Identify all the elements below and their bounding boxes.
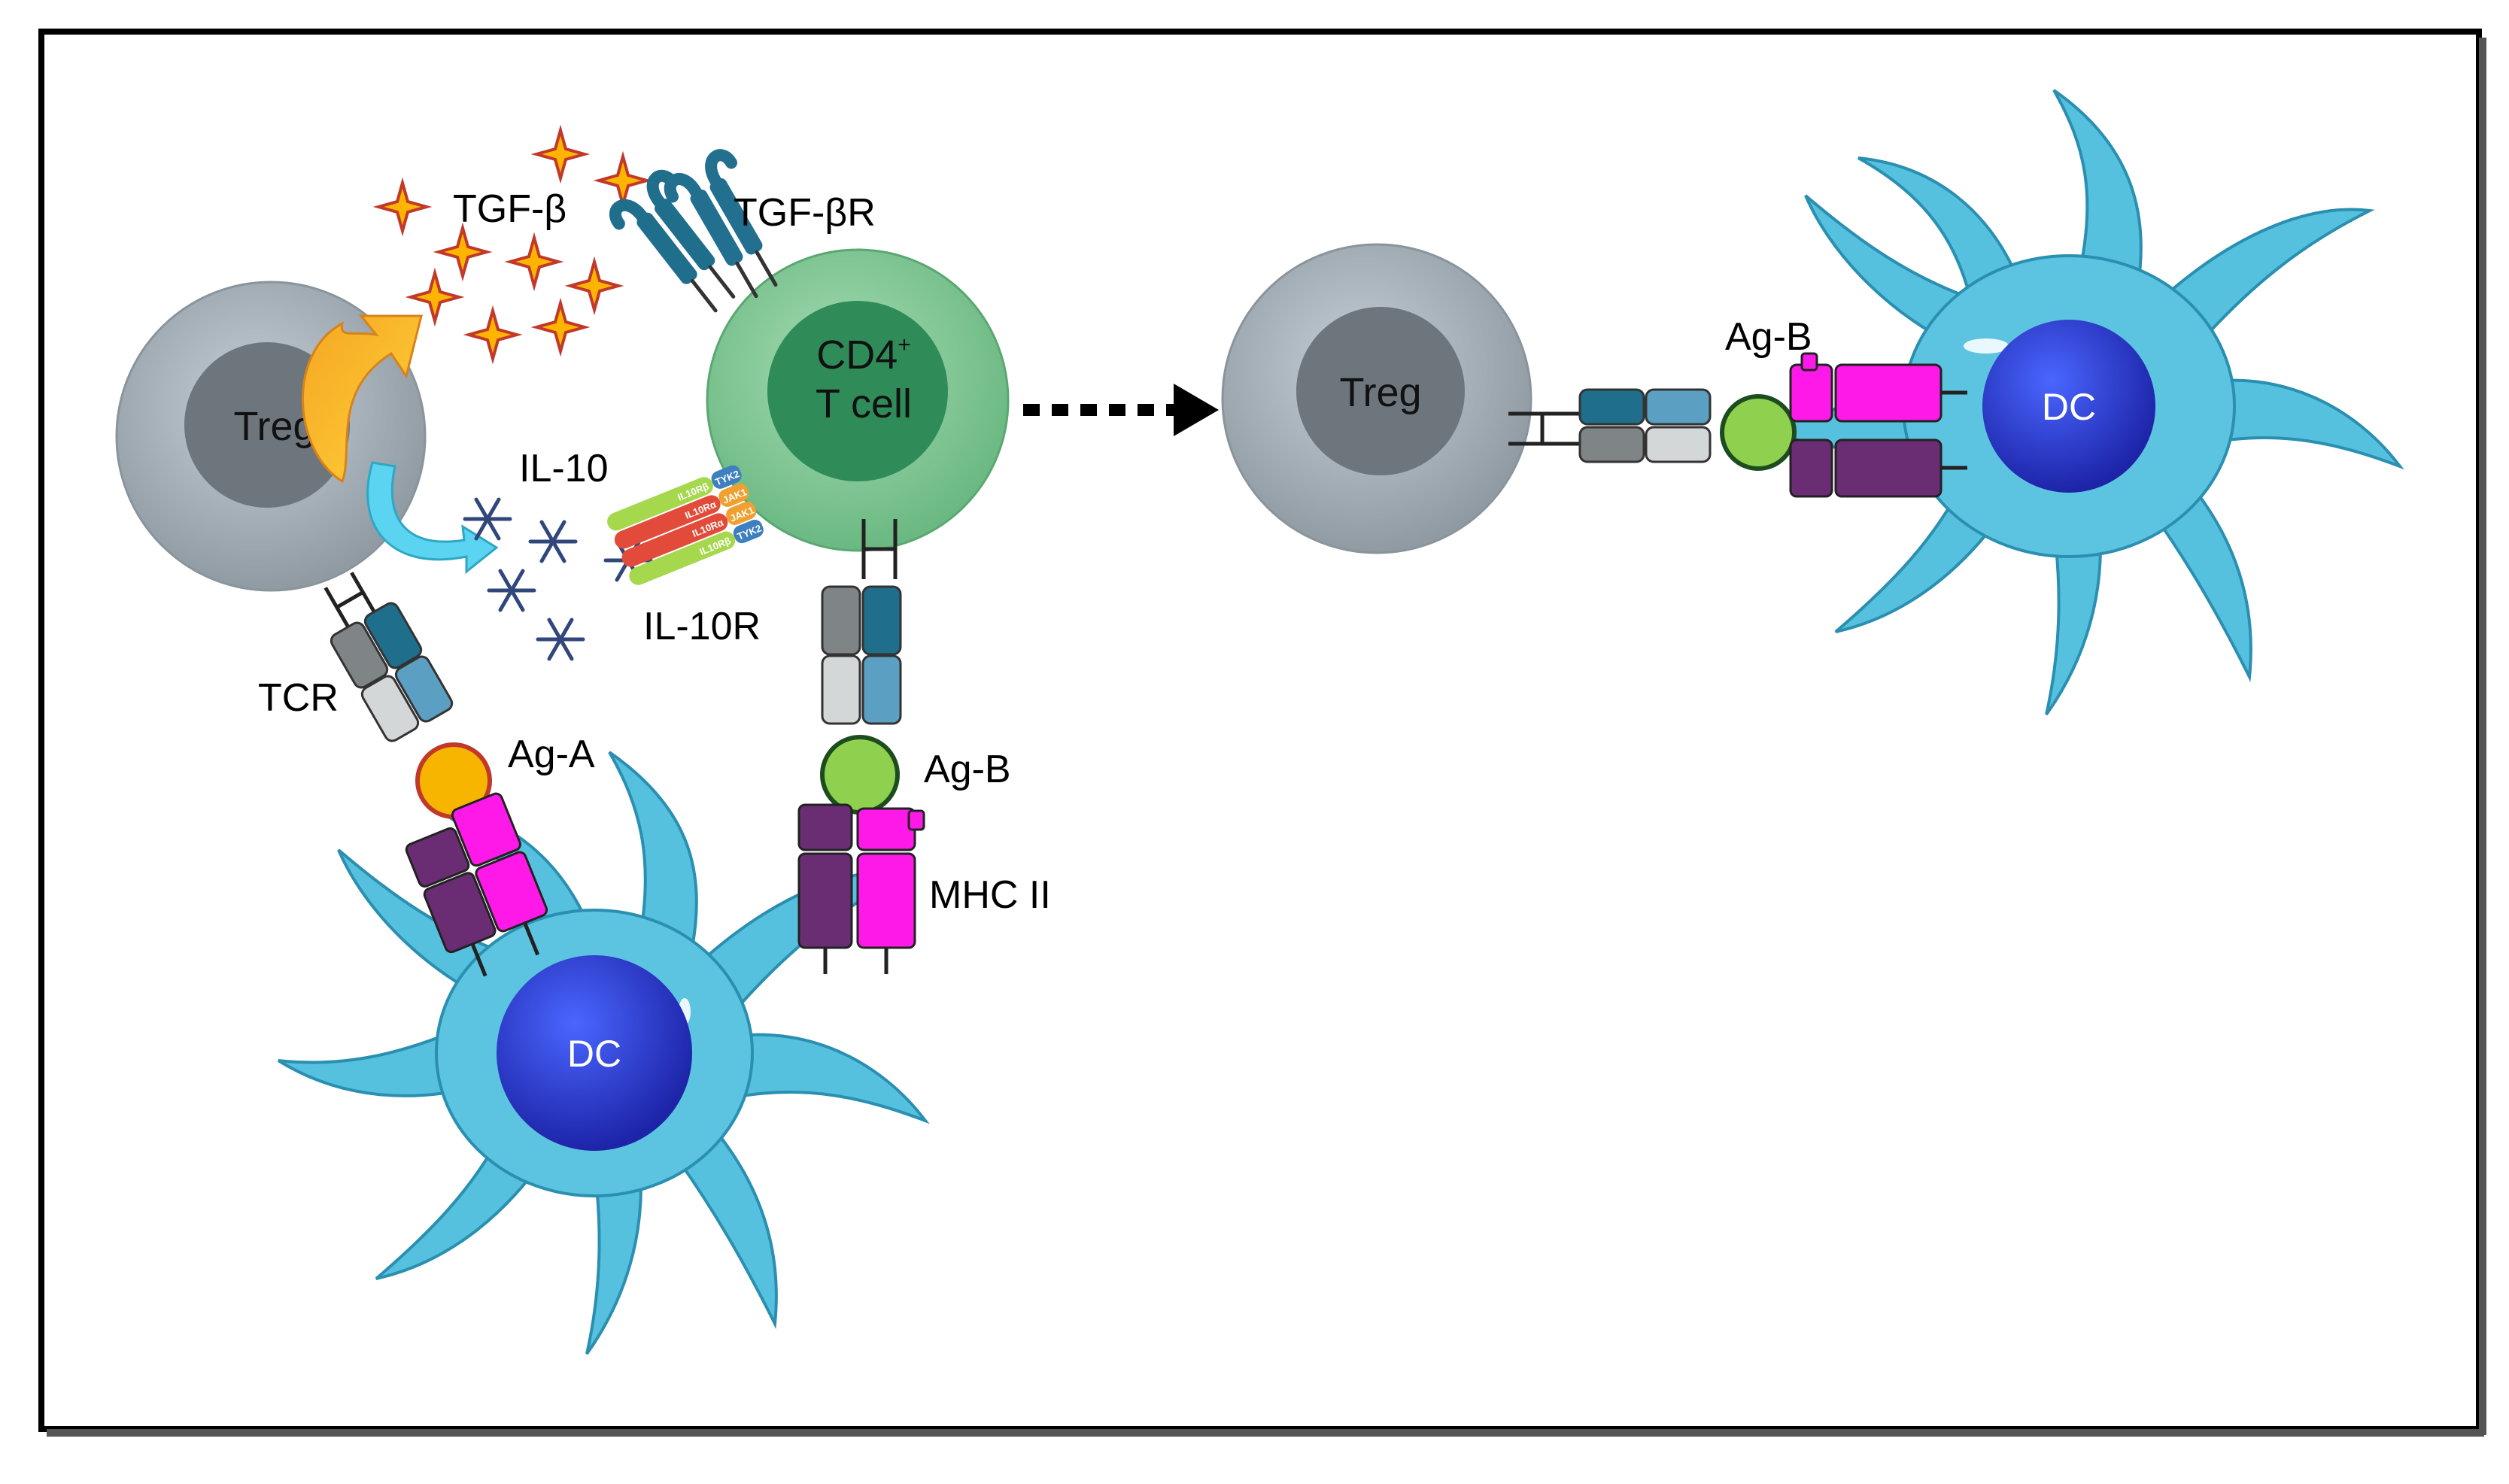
ag-b-center-label: Ag-B	[924, 748, 1011, 791]
frame-shadow-right	[2479, 38, 2486, 1435]
dendritic-cell-left: DC	[277, 751, 930, 1355]
il10-receptor-label: IL-10R	[643, 605, 761, 648]
mhc2-right	[1789, 352, 1967, 498]
mhc2-left	[405, 792, 548, 977]
tcr-label: TCR	[258, 676, 339, 720]
tgf-beta-receptor-label: TGF-βR	[734, 191, 876, 235]
dc-left-nucleus	[497, 955, 692, 1151]
antigen-b-right	[1720, 394, 1797, 471]
treg-cell-right: Treg	[1221, 243, 1532, 554]
dc-right-nucleus	[1982, 320, 2155, 493]
mhc2-center	[797, 803, 925, 974]
tcr-center	[821, 519, 902, 725]
transition-arrow	[1023, 384, 1219, 436]
dc-right-label: DC	[2042, 386, 2096, 428]
cd4-t-cell: CD4+ T cell	[706, 248, 1010, 552]
tgf-beta-label: TGF-β	[453, 187, 566, 231]
tgf-beta-receptor	[609, 149, 778, 313]
dc-left-label: DC	[567, 1033, 621, 1075]
ag-a-label: Ag-A	[508, 733, 595, 776]
tgf-secretion-arrow	[302, 314, 423, 484]
treg-right-label: Treg	[1339, 370, 1421, 415]
il10-label: IL-10	[519, 447, 609, 490]
cd4-label-line2: T cell	[816, 381, 912, 426]
tcr-left	[323, 572, 454, 742]
mhc2-label: MHC II	[929, 873, 1051, 917]
treg-left-label: Treg	[233, 404, 315, 449]
cd4-label-line1: CD4+	[816, 332, 911, 378]
antigen-b-center	[820, 735, 900, 815]
ag-b-right-label: Ag-B	[1725, 315, 1812, 359]
il10-secretion-arrow	[366, 461, 499, 575]
tcr-right	[1508, 388, 1712, 463]
frame-shadow	[47, 1429, 2484, 1437]
